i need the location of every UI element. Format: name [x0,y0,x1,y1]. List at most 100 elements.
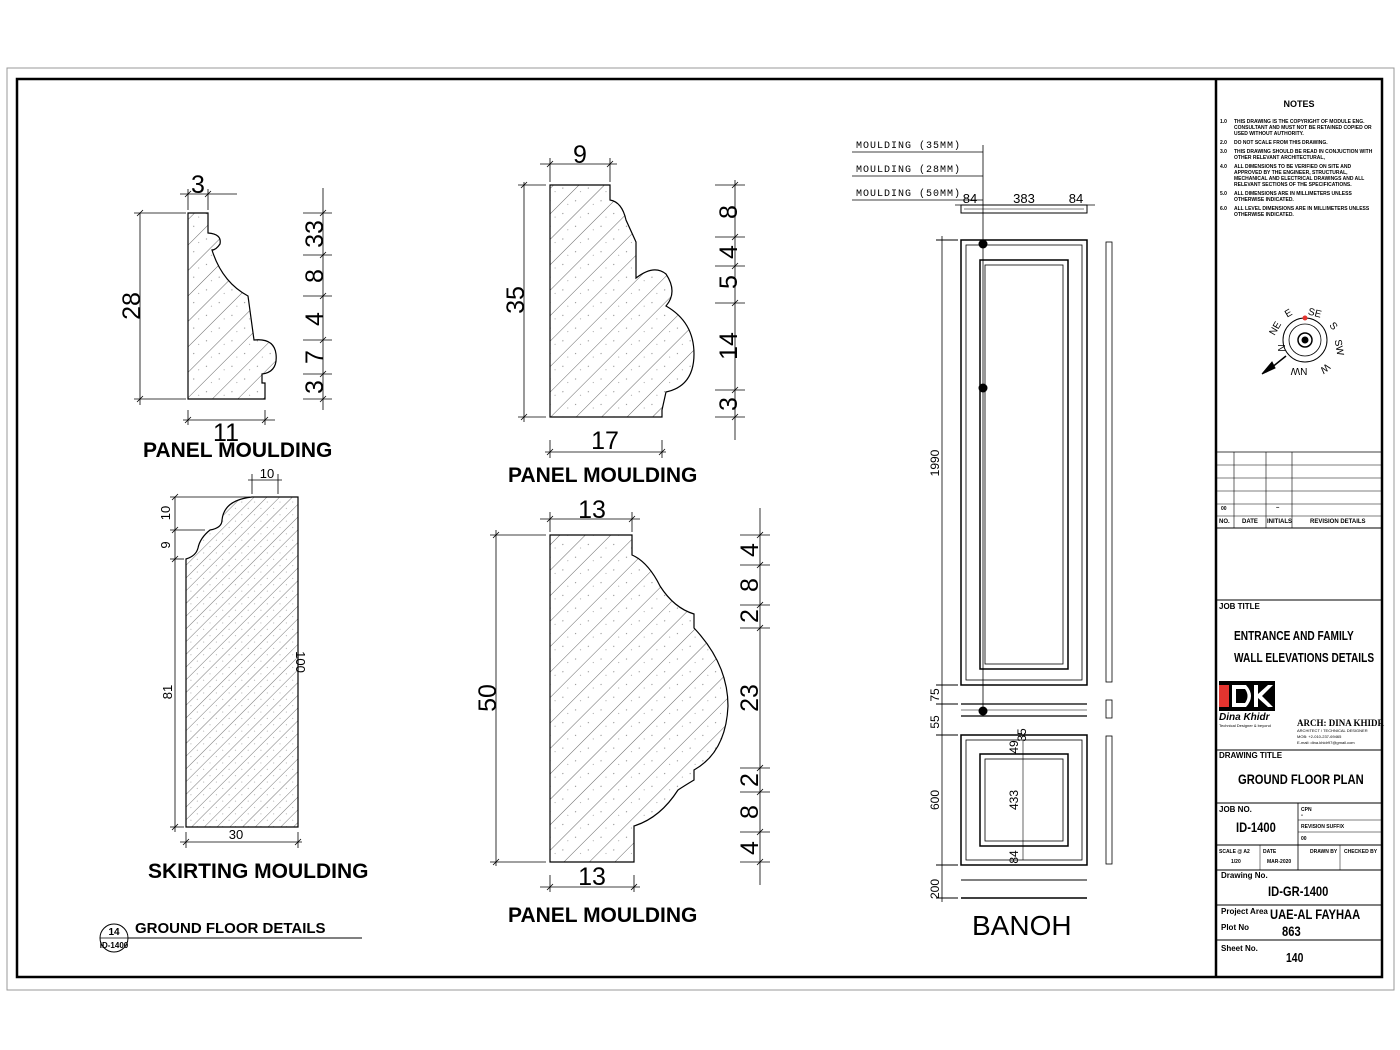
rev-header-no: NO. [1219,519,1230,525]
p2-dim-height: 35 [502,286,530,314]
door-dim-mid2: 55 [928,715,942,729]
p1-dim-bottom: 11 [213,419,239,447]
door-dim-right: 84 [1069,191,1083,206]
drawing-no: ID-GR-1400 [1268,883,1329,899]
p2-dim-r3: 14 [715,332,743,360]
leader-3: MOULDING (50MM) [856,188,961,200]
door-dim-lower: 600 [928,790,942,810]
rev-row-no: 00 [1221,506,1227,512]
note-text: THIS DRAWING IS THE COPYRIGHT OF MODULE … [1234,119,1372,137]
p2-dim-r4: 3 [715,397,743,411]
detail-tag [99,923,362,953]
rev-header-date: DATE [1242,519,1258,525]
arch-email: E-mail: dina.khidr97@gmail.com [1297,740,1355,745]
rev-header-initials: INITIALS [1267,519,1292,525]
door-dim-small2: 35 [1015,728,1029,742]
note-text: THIS DRAWING SHOULD BE READ IN CONJUCTIO… [1234,149,1373,161]
drawing-title: GROUND FLOOR PLAN [1238,771,1364,787]
p3-dim-r3: 23 [736,684,764,712]
door-dim-left: 84 [963,191,977,206]
panel-moulding-3-dims [490,508,770,892]
arch-mob: MOB: +2-010-237-69465 [1297,734,1342,739]
p2-dim-bottom: 17 [591,427,619,455]
scale-value: 1/20 [1231,859,1241,865]
note-no: 2.0 [1220,140,1227,146]
compass-n: N [1277,344,1288,351]
note-item: 3.0 THIS DRAWING SHOULD BE READ IN CONJU… [1220,149,1378,161]
note-text: ALL DIMENSIONS TO BE VERIFIED ON SITE AN… [1234,164,1365,188]
arch-name: ARCH: DINA KHIDR [1297,718,1385,728]
title-block-frame [1214,79,1382,977]
p3-dim-bottom: 13 [578,863,606,891]
sk-dim-left-top: 10 [158,506,173,520]
dk-logo-icon [1219,681,1275,711]
panel-moulding-2-profile [549,184,695,418]
note-text: ALL DIMENSIONS ARE IN MILLIMETERS UNLESS… [1234,191,1352,203]
sk-dim-left-height: 81 [160,685,175,699]
skirting-moulding-dims [170,474,302,848]
p3-dim-r1: 8 [736,578,764,592]
note-text: ALL LEVEL DIMENSIONS ARE IN MILLIMETERS … [1234,206,1370,218]
sk-dim-top: 10 [260,466,274,481]
panel-moulding-2-label: PANEL MOULDING [508,464,698,487]
job-title-label: JOB TITLE [1219,602,1260,611]
leader-1: MOULDING (35MM) [856,140,961,152]
p2-dim-r2: 5 [715,275,743,289]
revision-grid [1216,452,1382,528]
note-no: 1.0 [1220,119,1227,125]
sheet-no: 140 [1286,950,1304,965]
p1-dim-r0: 33 [301,220,329,248]
drawing-no-label: Drawing No. [1221,871,1268,880]
door-dim-small3: 84 [1007,850,1021,864]
p1-dim-r4: 3 [301,380,329,394]
p1-dim-r2: 4 [301,312,329,326]
note-item: 2.0 DO NOT SCALE FROM THIS DRAWING. [1220,140,1378,146]
sk-dim-right-height: 100 [293,651,308,673]
sheet-no-label: Sheet No. [1221,944,1258,953]
note-text: DO NOT SCALE FROM THIS DRAWING. [1234,140,1328,146]
note-item: 4.0 ALL DIMENSIONS TO BE VERIFIED ON SIT… [1220,164,1378,188]
job-title-line1: ENTRANCE AND FAMILY [1234,628,1354,643]
detail-ref: ID-1400 [100,941,129,950]
panel-moulding-1-dims [134,188,332,425]
p2-dim-top: 9 [573,141,587,169]
job-title-line2: WALL ELEVATIONS DETAILS [1234,650,1375,665]
logo-letters: DK [1219,681,1275,711]
panel-moulding-3-label: PANEL MOULDING [508,904,698,927]
notes-list: 1.0 THIS DRAWING IS THE COPYRIGHT OF MOD… [1220,119,1378,221]
note-no: 4.0 [1220,164,1227,170]
checked-label: CHECKED BY [1344,849,1378,855]
leader-dots [978,239,988,716]
p3-dim-r5: 8 [736,805,764,819]
note-no: 3.0 [1220,149,1227,155]
p3-dim-r6: 4 [736,841,764,855]
project-area-label: Project Area [1221,907,1268,916]
arch-role: ARCHITECT / TECHNICAL DESIGNER [1297,728,1368,733]
note-no: 5.0 [1220,191,1227,197]
date-value: MAR-2020 [1267,859,1292,865]
compass-ne: NE [1268,320,1285,338]
banoh-label: BANOH [972,910,1072,941]
compass-nw: NW [1290,365,1307,376]
p3-dim-height: 50 [474,684,502,712]
cpn-value: - [1301,813,1303,819]
p3-dim-r0: 4 [736,543,764,557]
date-label: DATE [1263,849,1277,855]
project-area: UAE-AL FAYHAA [1270,906,1361,922]
p2-dim-r0: 8 [715,205,743,219]
note-item: 6.0 ALL LEVEL DIMENSIONS ARE IN MILLIMET… [1220,206,1378,218]
door-dim-mid1: 75 [928,688,942,702]
note-no: 6.0 [1220,206,1227,212]
p1-dim-height: 28 [118,292,146,320]
door-dim-tall: 1990 [928,449,942,476]
detail-title: GROUND FLOOR DETAILS [135,920,326,937]
job-no-label: JOB NO. [1219,805,1252,814]
skirting-moulding-profile [185,496,299,828]
outer-border [6,67,1395,991]
panel-moulding-3-profile [549,534,729,863]
p3-dim-r4: 2 [736,773,764,787]
compass-e: E [1283,307,1295,320]
panel-moulding-2-dims [518,158,745,458]
p1-dim-r3: 7 [301,350,329,364]
skirting-moulding-label: SKIRTING MOULDING [148,860,369,883]
